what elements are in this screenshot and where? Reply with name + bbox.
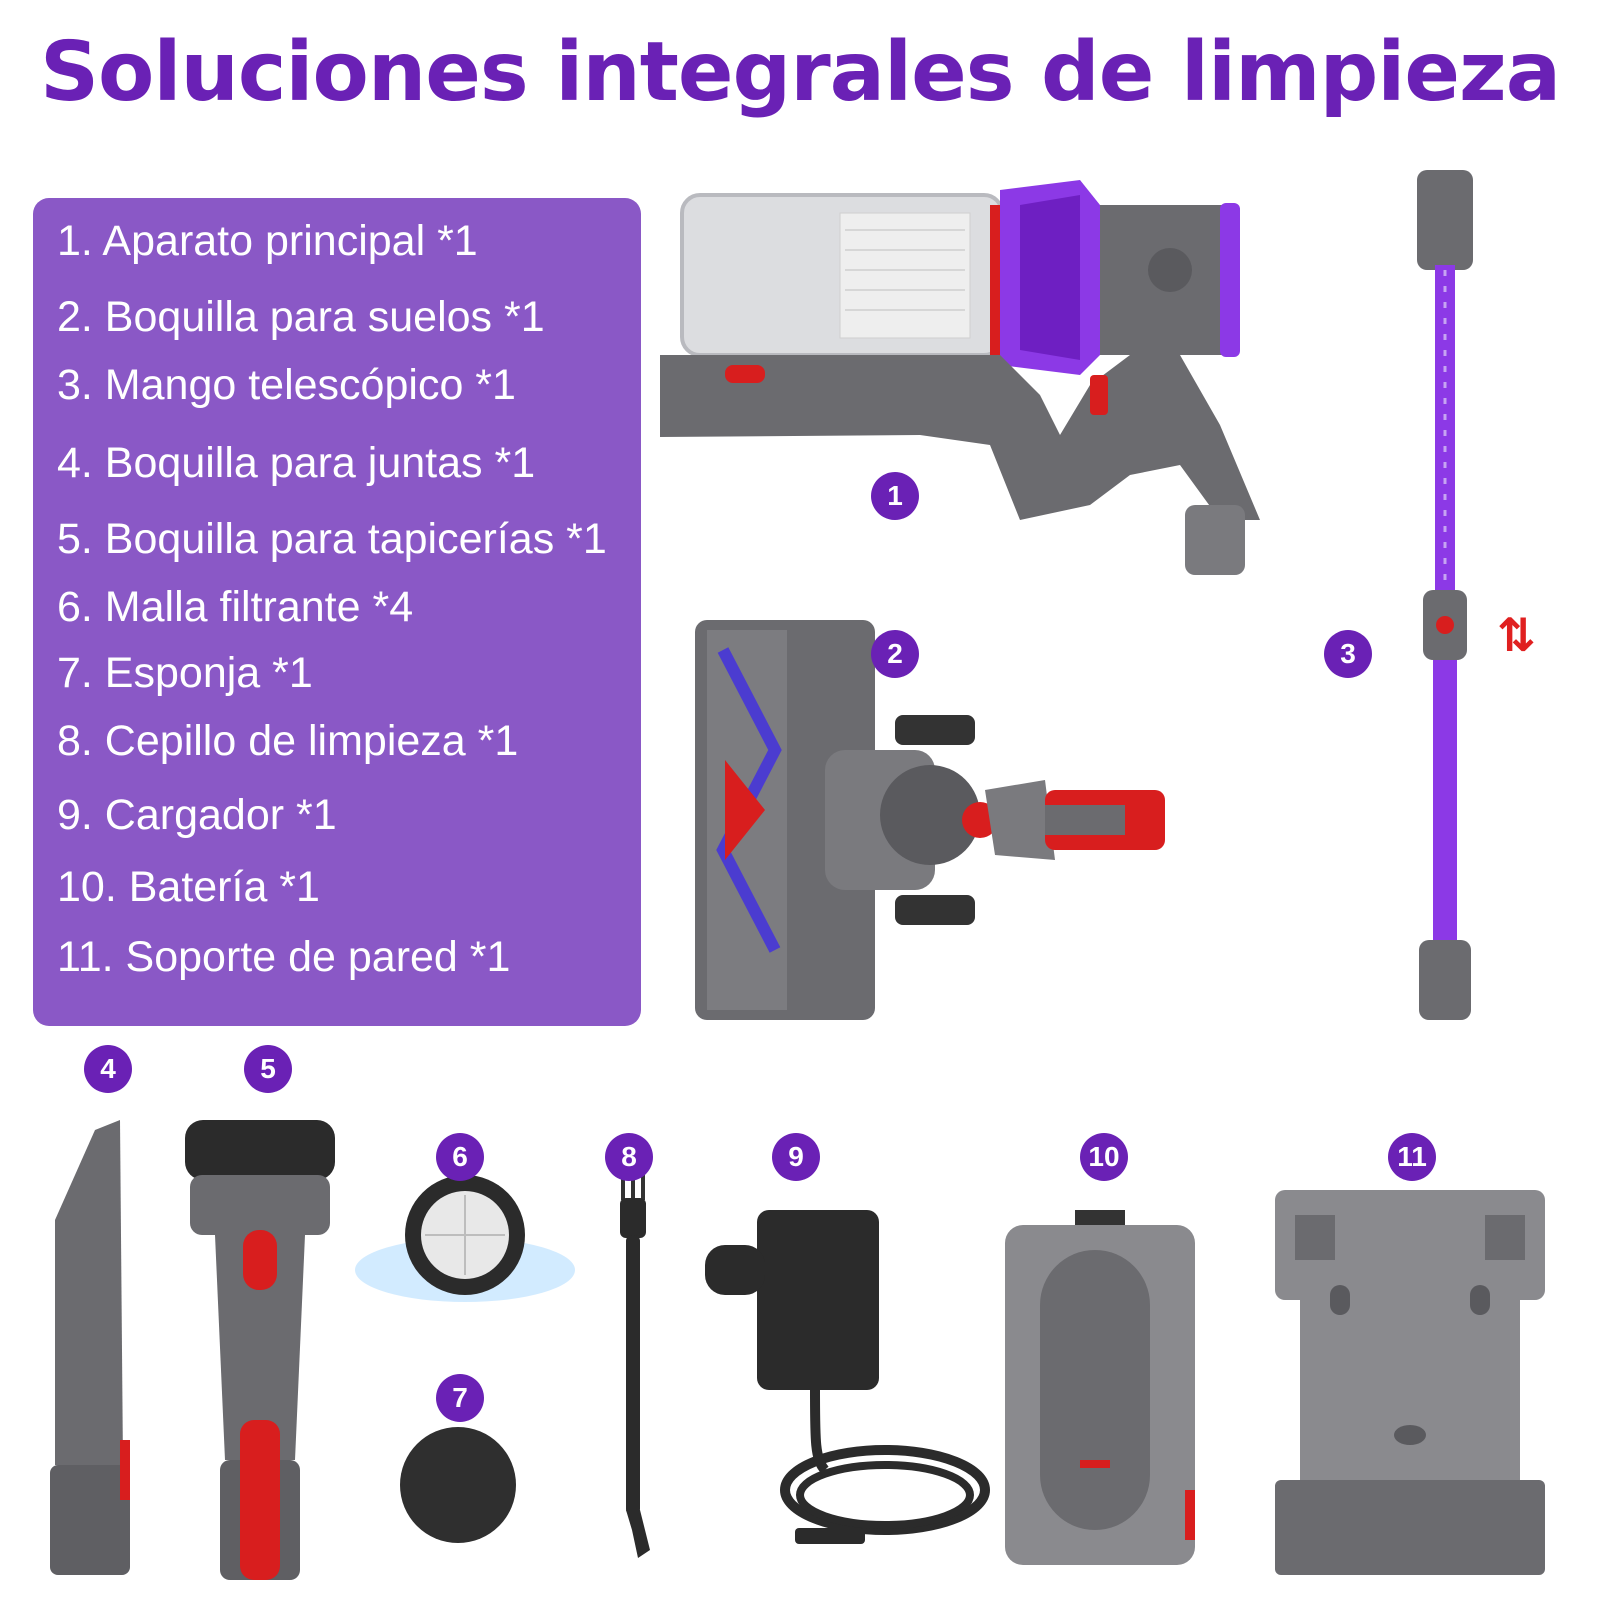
contents-list-panel: 1. Aparato principal *1 2. Boquilla para… (33, 198, 641, 1026)
badge-11: 11 (1388, 1133, 1436, 1181)
telescopic-arrows-icon: ⇅ (1497, 608, 1536, 662)
page-title: Soluciones integrales de limpieza (39, 25, 1561, 120)
sponge-icon (400, 1427, 516, 1543)
cleaning-brush-icon (620, 1170, 650, 1558)
list-item-2: 2. Boquilla para suelos *1 (57, 293, 545, 341)
badge-1: 1 (871, 472, 919, 520)
list-item-3: 3. Mango telescópico *1 (57, 361, 516, 409)
floor-nozzle-icon (695, 620, 1165, 1020)
badge-5: 5 (244, 1045, 292, 1093)
battery-icon (1005, 1210, 1195, 1565)
wall-mount-icon (1275, 1190, 1545, 1575)
upholstery-brush-icon (185, 1120, 335, 1580)
badge-6: 6 (436, 1133, 484, 1181)
badge-3: 3 (1324, 630, 1372, 678)
badge-2: 2 (871, 630, 919, 678)
badge-9: 9 (772, 1133, 820, 1181)
list-item-7: 7. Esponja *1 (57, 649, 313, 697)
list-item-9: 9. Cargador *1 (57, 791, 337, 839)
badge-10: 10 (1080, 1133, 1128, 1181)
list-item-6: 6. Malla filtrante *4 (57, 583, 414, 631)
list-item-11: 11. Soporte de pared *1 (57, 933, 511, 981)
badge-7: 7 (436, 1374, 484, 1422)
badge-4: 4 (84, 1045, 132, 1093)
list-item-5: 5. Boquilla para tapicerías *1 (57, 515, 607, 563)
vacuum-main-body-icon (660, 180, 1260, 575)
list-item-1: 1. Aparato principal *1 (57, 217, 478, 265)
telescopic-tube-icon (1417, 170, 1473, 1020)
list-item-4: 4. Boquilla para juntas *1 (57, 439, 536, 487)
crevice-tool-icon (50, 1120, 130, 1575)
charger-icon (705, 1210, 990, 1544)
badge-8: 8 (605, 1133, 653, 1181)
list-item-10: 10. Batería *1 (57, 863, 320, 911)
list-item-8: 8. Cepillo de limpieza *1 (57, 717, 519, 765)
filter-icon (355, 1175, 575, 1302)
